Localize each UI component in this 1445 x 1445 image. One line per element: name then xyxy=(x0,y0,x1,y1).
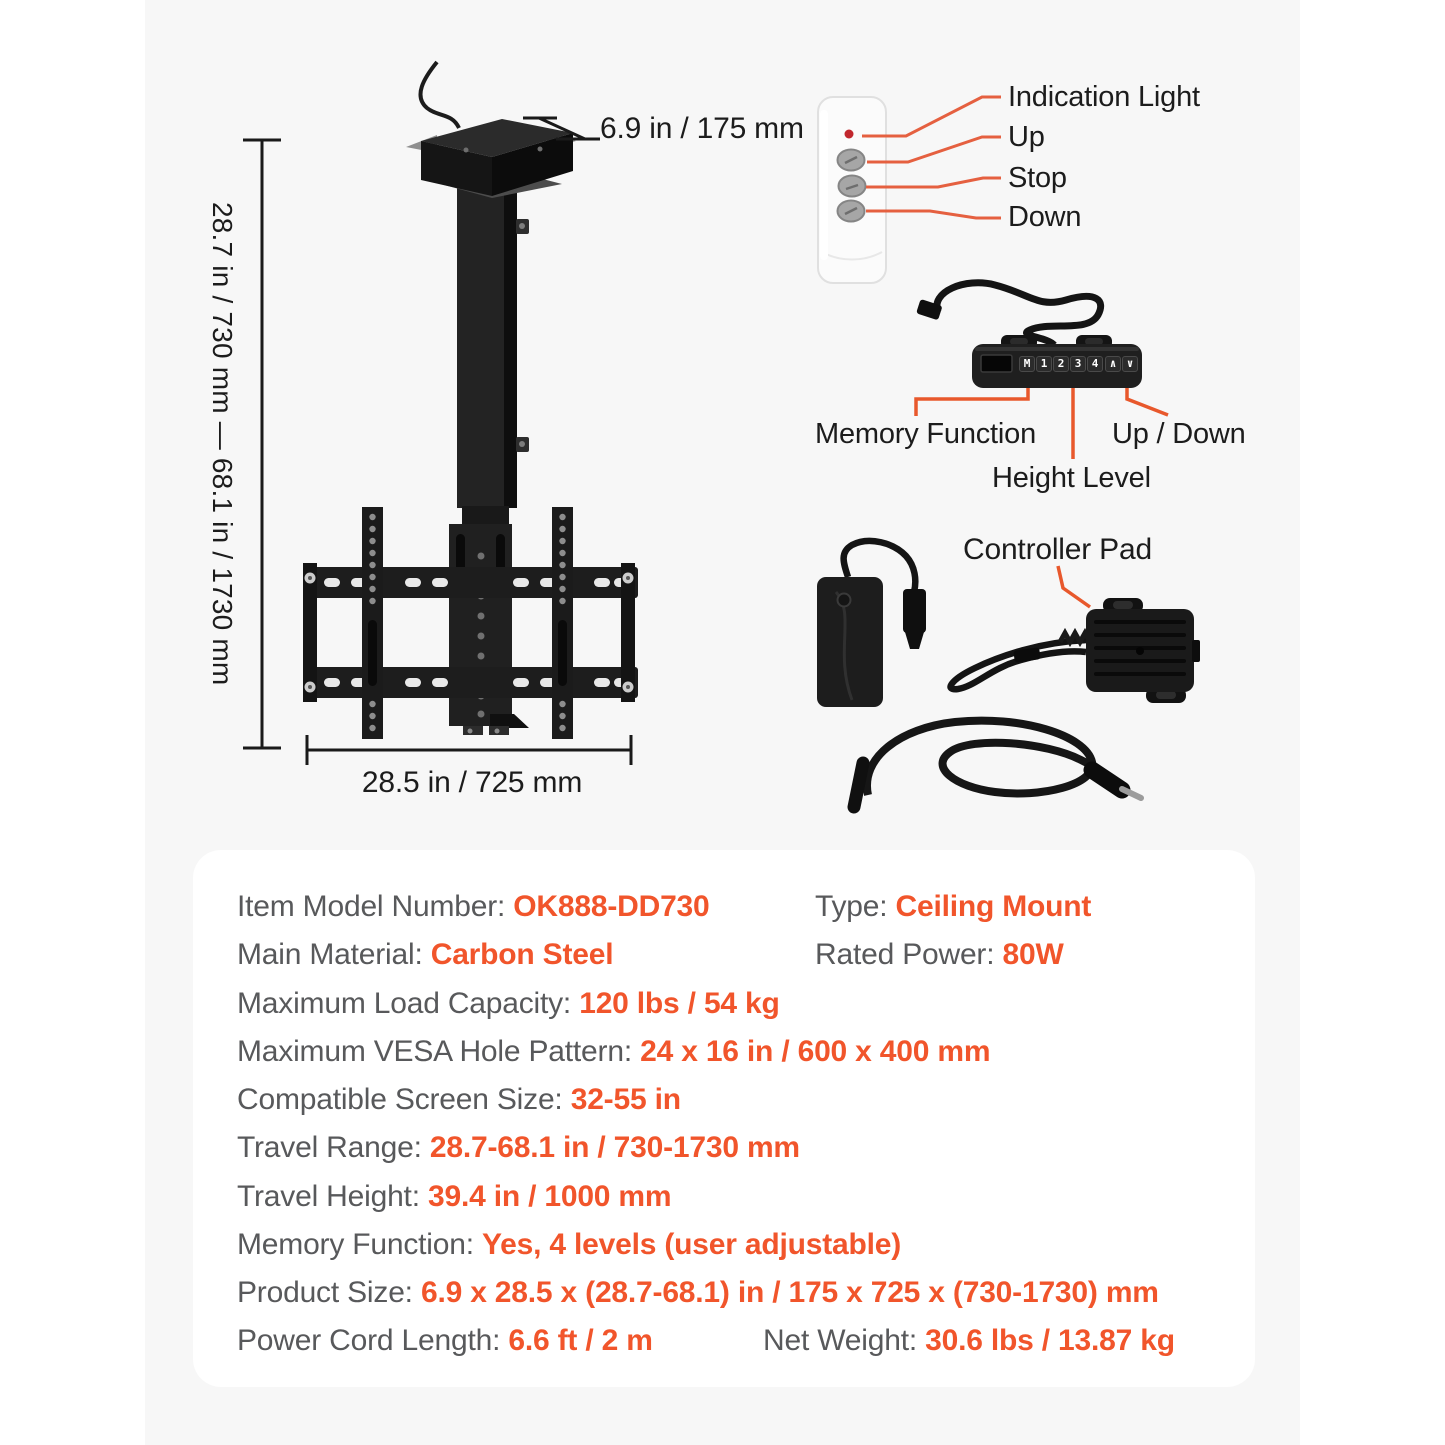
spec-label: Net Weight: xyxy=(763,1324,926,1358)
spec-label: Rated Power: xyxy=(815,938,1003,972)
dimension-lines xyxy=(243,116,633,765)
spec-label: Maximum Load Capacity: xyxy=(237,986,580,1020)
spec-value: 32-55 in xyxy=(570,1083,681,1116)
spec-value: 24 x 16 in / 600 x 400 mm xyxy=(640,1034,991,1068)
spec-label: Product Size: xyxy=(237,1276,421,1309)
spec-row-cord-weight: Power Cord Length: 6.6 ft / 2 m Net Weig… xyxy=(237,1317,1235,1365)
spec-value: Yes, 4 levels (user adjustable) xyxy=(482,1227,902,1261)
indication-light-icon xyxy=(844,129,854,139)
spec-value: Carbon Steel xyxy=(430,938,614,972)
controller-pad-label: Controller Pad xyxy=(963,533,1152,566)
spec-label: Power Cord Length: xyxy=(237,1324,509,1358)
height-dimension-label: 28.7 in / 730 mm — 68.1 in / 1730 mm xyxy=(207,202,238,686)
spec-label: Type: xyxy=(815,890,896,923)
indication-light-label: Indication Light xyxy=(1008,81,1200,113)
memory-function-label: Memory Function xyxy=(815,418,1037,450)
spec-value: 39.4 in / 1000 mm xyxy=(427,1179,672,1213)
stop-label: Stop xyxy=(1008,162,1067,194)
spec-row-travel-height: Travel Height: 39.4 in / 1000 mm xyxy=(237,1173,1235,1221)
spec-card: Item Model Number: OK888-DD730 Type: Cei… xyxy=(193,850,1255,1387)
up-down-label: Up / Down xyxy=(1112,418,1246,450)
keypad-button-2: 2 xyxy=(1053,356,1069,372)
spec-label: Travel Height: xyxy=(237,1179,428,1213)
spec-label: Main Material: xyxy=(237,938,431,972)
controller-pad-graphic xyxy=(947,598,1200,703)
spec-row-vesa: Maximum VESA Hole Pattern: 24 x 16 in / … xyxy=(237,1028,1235,1076)
spec-label: Item Model Number: xyxy=(237,890,514,923)
spec-label: Memory Function: xyxy=(237,1227,483,1261)
spec-row-screen-size: Compatible Screen Size: 32-55 in xyxy=(237,1076,1235,1124)
spec-label: Compatible Screen Size: xyxy=(237,1083,571,1116)
power-cord-graphic xyxy=(847,716,1144,814)
width-dimension-label: 28.5 in / 725 mm xyxy=(361,766,583,799)
spec-row-material-power: Main Material: Carbon Steel Rated Power:… xyxy=(237,931,1235,979)
remote-buttons-icon xyxy=(836,148,867,223)
keypad-button-up-icon: ∧ xyxy=(1105,356,1121,372)
spec-row-load-capacity: Maximum Load Capacity: 120 lbs / 54 kg xyxy=(237,980,1235,1028)
up-label: Up xyxy=(1008,121,1045,153)
spec-value: 6.9 x 28.5 x (28.7-68.1) in / 175 x 725 … xyxy=(420,1276,1159,1309)
keypad-button-3: 3 xyxy=(1070,356,1086,372)
remote-leader-lines xyxy=(862,95,1001,220)
spec-value: 6.6 ft / 2 m xyxy=(508,1324,653,1358)
keypad-leader-lines xyxy=(914,388,1169,459)
spec-value: 80W xyxy=(1002,938,1064,972)
spec-label: Travel Range: xyxy=(237,1131,430,1165)
keypad-button-4: 4 xyxy=(1087,356,1103,372)
spec-label: Maximum VESA Hole Pattern: xyxy=(237,1034,641,1068)
tv-mount-graphic xyxy=(303,60,638,739)
controller-pad-leader-line xyxy=(1056,565,1092,609)
keypad-graphic xyxy=(916,279,1142,388)
spec-value: OK888-DD730 xyxy=(513,890,710,923)
keypad-display xyxy=(980,354,1013,373)
power-adapter-graphic xyxy=(817,537,926,707)
keypad-button-down-icon: ∨ xyxy=(1122,356,1138,372)
spec-value: 28.7-68.1 in / 730-1730 mm xyxy=(429,1131,800,1165)
spec-row-product-size: Product Size: 6.9 x 28.5 x (28.7-68.1) i… xyxy=(237,1269,1235,1317)
keypad-button-memory: M xyxy=(1019,356,1035,372)
remote-graphic xyxy=(817,96,887,284)
spec-value: Ceiling Mount xyxy=(895,890,1092,923)
down-label: Down xyxy=(1008,201,1082,233)
spec-value: 120 lbs / 54 kg xyxy=(579,986,780,1020)
spec-row-model-type: Item Model Number: OK888-DD730 Type: Cei… xyxy=(237,883,1235,931)
spec-value: 30.6 lbs / 13.87 kg xyxy=(925,1324,1175,1358)
spec-row-travel-range: Travel Range: 28.7-68.1 in / 730-1730 mm xyxy=(237,1124,1235,1172)
depth-dimension-label: 6.9 in / 175 mm xyxy=(600,112,804,145)
height-level-label: Height Level xyxy=(992,462,1151,494)
keypad-button-1: 1 xyxy=(1036,356,1052,372)
spec-row-memory-function: Memory Function: Yes, 4 levels (user adj… xyxy=(237,1221,1235,1269)
